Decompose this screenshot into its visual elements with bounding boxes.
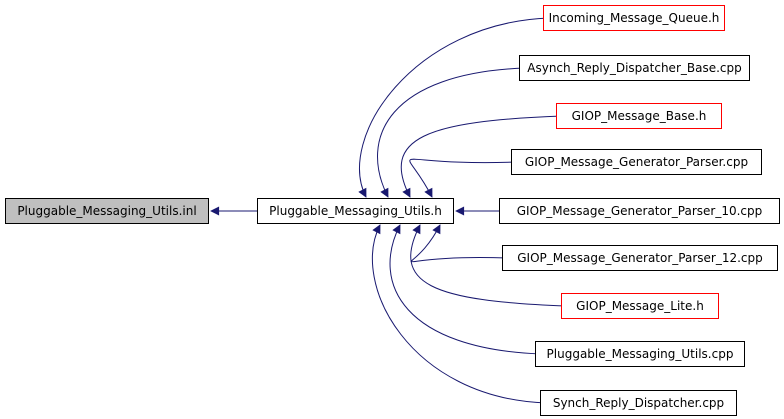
node-giop-message-generator-parser-cpp[interactable]: GIOP_Message_Generator_Parser.cpp bbox=[511, 149, 762, 175]
edge-giop-message-base-h bbox=[400, 115, 563, 198]
edge-pluggable-messaging-utils-cpp bbox=[389, 224, 542, 355]
node-asynch-reply-dispatcher-base-cpp[interactable]: Asynch_Reply_Dispatcher_Base.cpp bbox=[519, 55, 750, 81]
node-synch-reply-dispatcher-cpp[interactable]: Synch_Reply_Dispatcher.cpp bbox=[540, 390, 737, 416]
edge-giop-message-generator-parser-cpp bbox=[409, 158, 518, 198]
node-pluggable-messaging-utils-inl: Pluggable_Messaging_Utils.inl bbox=[5, 198, 209, 224]
node-incoming-message-queue-h[interactable]: Incoming_Message_Queue.h bbox=[543, 5, 725, 31]
node-pluggable-messaging-utils-cpp[interactable]: Pluggable_Messaging_Utils.cpp bbox=[535, 341, 745, 367]
edge-synch-reply-dispatcher-cpp bbox=[371, 224, 547, 404]
node-pluggable-messaging-utils-h[interactable]: Pluggable_Messaging_Utils.h bbox=[257, 198, 454, 224]
node-giop-message-generator-parser-12-cpp[interactable]: GIOP_Message_Generator_Parser_12.cpp bbox=[502, 245, 778, 271]
edge-incoming-message-queue-h bbox=[358, 17, 550, 198]
edge-giop-message-generator-parser-12-cpp bbox=[410, 224, 509, 263]
edge-asynch-reply-dispatcher-base-cpp bbox=[377, 67, 526, 198]
node-giop-message-base-h[interactable]: GIOP_Message_Base.h bbox=[556, 103, 722, 129]
edge-giop-message-lite-h bbox=[410, 224, 568, 307]
node-giop-message-lite-h[interactable]: GIOP_Message_Lite.h bbox=[561, 293, 719, 319]
node-giop-message-generator-parser-10-cpp[interactable]: GIOP_Message_Generator_Parser_10.cpp bbox=[499, 198, 780, 224]
